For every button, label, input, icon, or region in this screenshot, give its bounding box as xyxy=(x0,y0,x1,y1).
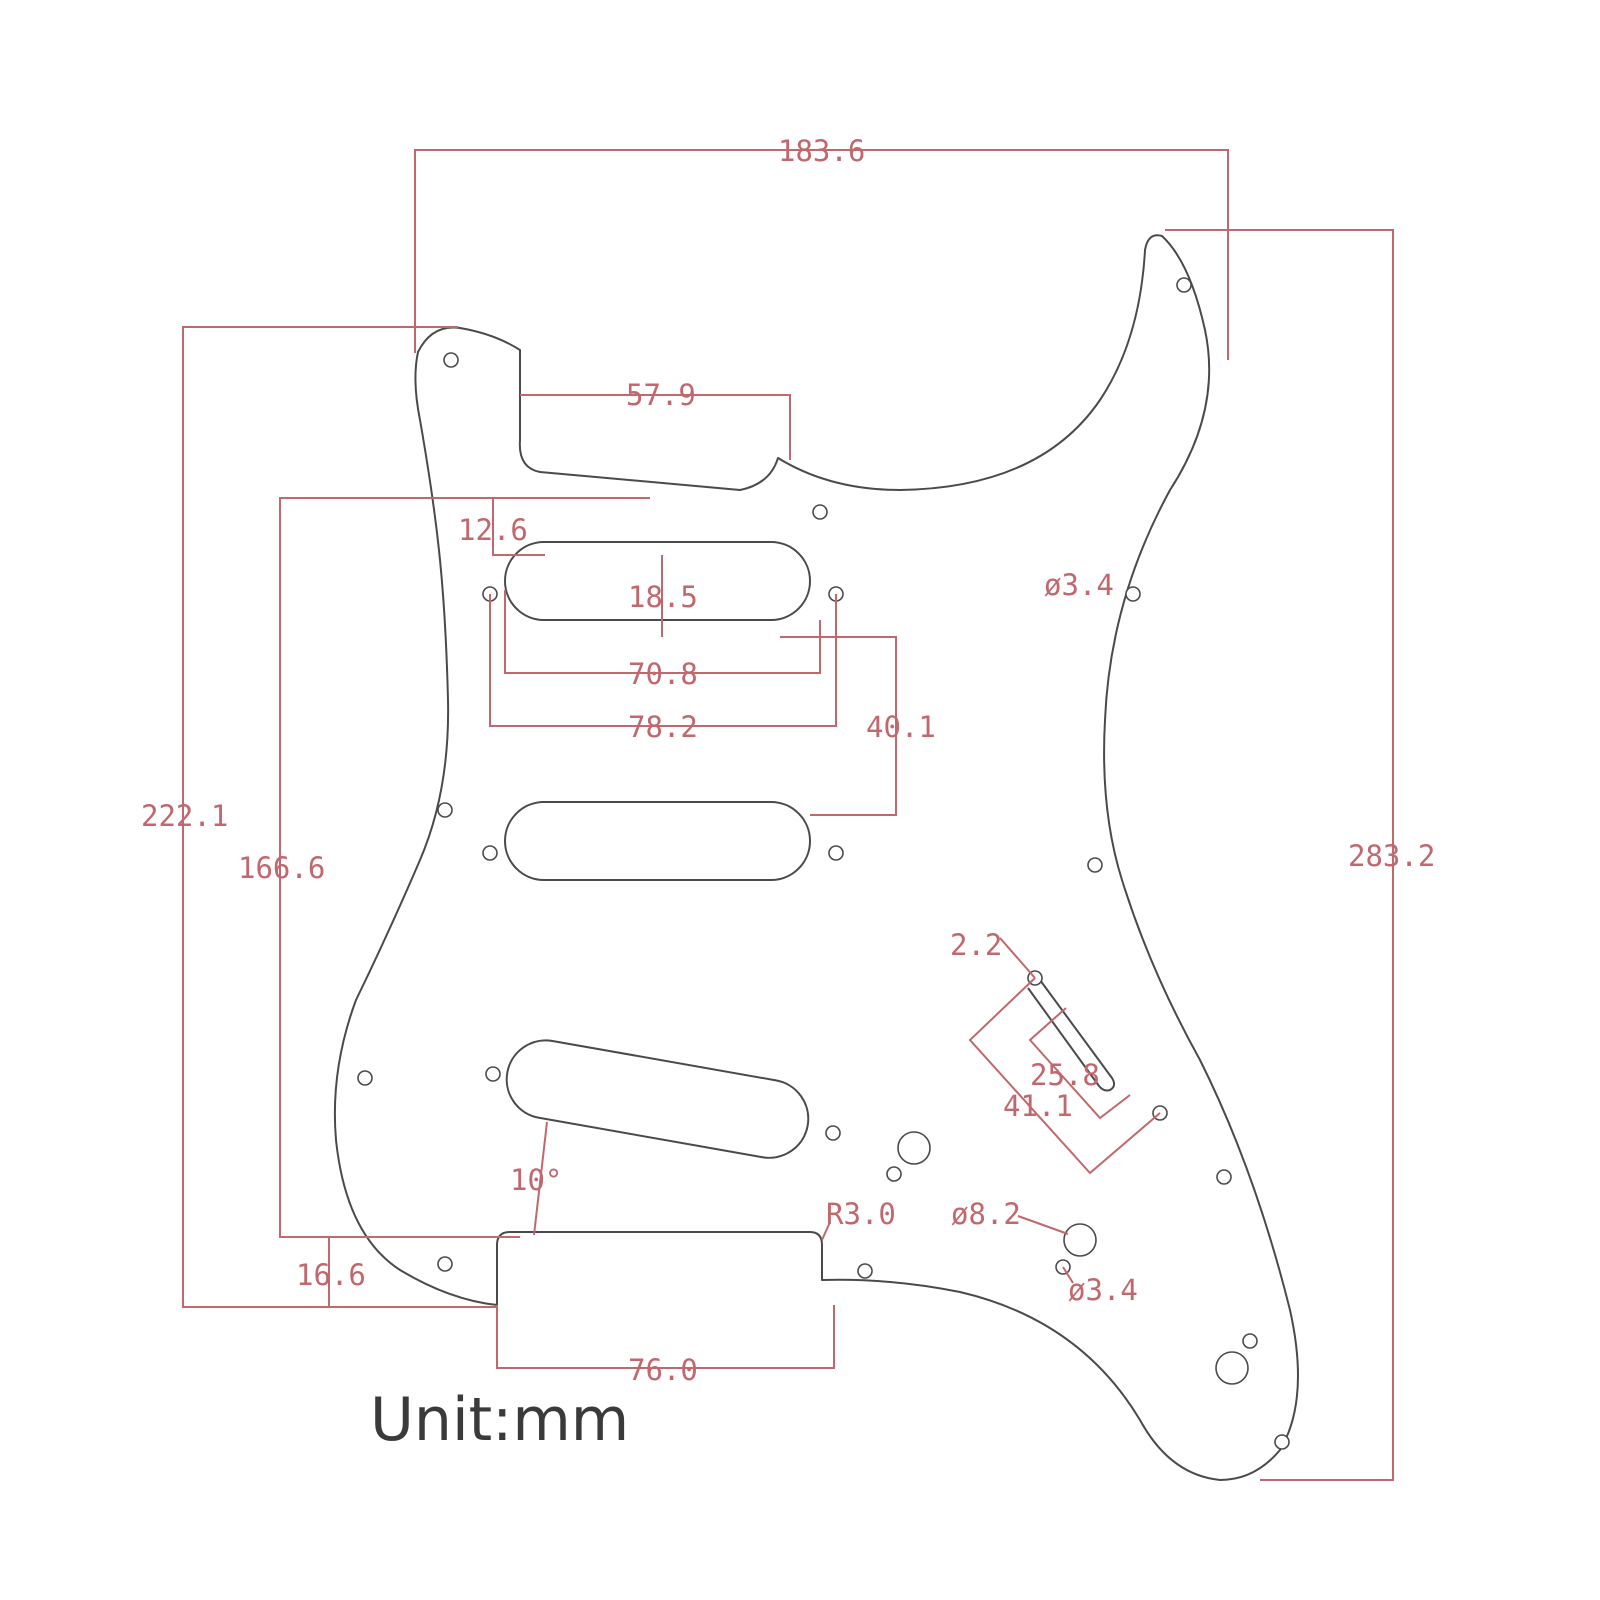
dim-label-pickup-length: 70.8 xyxy=(628,657,698,691)
pot-hole xyxy=(1215,1351,1249,1385)
dim-label-bridge-cutout: 76.0 xyxy=(628,1353,698,1387)
dim-label-bridge-offset: 16.6 xyxy=(296,1258,366,1292)
screw-hole xyxy=(886,1166,902,1182)
dim-line-overall-width xyxy=(414,149,1229,360)
neck-pickup-cutout xyxy=(504,541,811,621)
dim-line-bridge-cutout xyxy=(496,1305,835,1369)
unit-label: Unit:mm xyxy=(370,1385,630,1455)
screw-hole xyxy=(1087,857,1103,873)
screw-hole xyxy=(828,845,844,861)
dim-label-screw-diameter-top: ø3.4 xyxy=(1044,568,1114,602)
dim-label-bridge-angle: 10° xyxy=(510,1163,562,1197)
dim-label-screw-spacing: 78.2 xyxy=(628,710,698,744)
jack-hole xyxy=(1063,1223,1097,1257)
dim-label-overall-width: 183.6 xyxy=(778,134,865,168)
dim-line-bridge-angle xyxy=(533,1121,548,1236)
dim-line-neck-pocket xyxy=(520,394,791,460)
dim-line-left-total xyxy=(182,326,497,1308)
screw-hole xyxy=(825,1125,841,1141)
screw-hole xyxy=(1125,586,1141,602)
dim-line-pickup-length xyxy=(504,590,821,674)
dim-line-switch-slot-width xyxy=(999,937,1036,979)
screw-hole xyxy=(1176,277,1192,293)
dim-label-overall-height: 283.2 xyxy=(1348,839,1435,873)
dim-label-jack-diameter: ø8.2 xyxy=(951,1197,1021,1231)
switch-slot xyxy=(1027,979,1116,1092)
dim-line-screw-diameter-bottom xyxy=(1062,1266,1074,1284)
dim-line-jack-diameter xyxy=(1017,1215,1069,1235)
screw-hole xyxy=(357,1070,373,1086)
screw-hole xyxy=(482,845,498,861)
dim-line-switch-slot-length xyxy=(1028,1007,1131,1120)
dim-label-neck-pocket: 57.9 xyxy=(626,378,696,412)
dim-label-pickup-spacing: 40.1 xyxy=(866,710,936,744)
screw-hole xyxy=(1216,1169,1232,1185)
dim-label-corner-radius: R3.0 xyxy=(826,1197,896,1231)
dim-label-pickup-width: 18.5 xyxy=(628,580,698,614)
dim-line-overall-height xyxy=(1165,229,1394,1481)
dim-line-screw-spacing xyxy=(489,594,837,727)
dim-label-switch-slot-width: 2.2 xyxy=(950,928,1002,962)
screw-hole xyxy=(437,1256,453,1272)
dim-line-corner-radius xyxy=(821,1221,831,1241)
screw-hole xyxy=(485,1066,501,1082)
screw-hole xyxy=(1242,1333,1258,1349)
dim-label-switch-slot-length: 25.8 xyxy=(1030,1058,1100,1092)
middle-pickup-cutout xyxy=(504,801,811,881)
pickguard-outline xyxy=(333,234,1299,1481)
screw-hole xyxy=(1274,1434,1290,1450)
screw-hole xyxy=(437,802,453,818)
dim-line-switch-screw-spacing xyxy=(968,977,1161,1175)
dim-label-top-to-pickup: 12.6 xyxy=(458,513,528,547)
screw-hole xyxy=(443,352,459,368)
dim-label-left-inner: 166.6 xyxy=(238,851,325,885)
bridge-pickup-cutout xyxy=(505,1039,810,1159)
dim-label-screw-diameter-bottom: ø3.4 xyxy=(1068,1273,1138,1307)
dim-line-pickup-spacing xyxy=(780,636,897,816)
pot-hole xyxy=(897,1131,931,1165)
screw-hole xyxy=(812,504,828,520)
dim-line-top-to-pickup xyxy=(492,498,545,556)
screw-hole xyxy=(857,1263,873,1279)
dim-label-left-total: 222.1 xyxy=(141,799,228,833)
dim-line-left-inner xyxy=(279,497,650,1238)
dim-label-switch-screw-spacing: 41.1 xyxy=(1003,1089,1073,1123)
